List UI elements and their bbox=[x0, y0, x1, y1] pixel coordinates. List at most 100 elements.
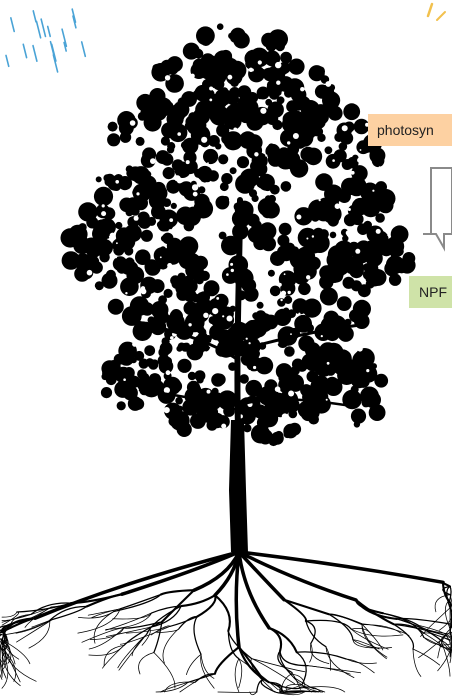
foliage-blob bbox=[138, 112, 147, 121]
photosynthesis-label-box: photosyn bbox=[368, 114, 452, 146]
foliage-blob bbox=[325, 146, 333, 154]
foliage-blob bbox=[241, 353, 254, 366]
foliage-blob bbox=[67, 252, 73, 258]
foliage-blob bbox=[217, 23, 224, 30]
root bbox=[362, 624, 387, 657]
foliage-blob bbox=[136, 94, 154, 112]
root bbox=[113, 613, 152, 619]
foliage-blob bbox=[330, 232, 337, 239]
foliage-blob bbox=[171, 309, 182, 320]
foliage-blob bbox=[311, 127, 320, 136]
foliage-blob bbox=[116, 227, 133, 244]
root bbox=[163, 628, 179, 663]
rain-streak bbox=[33, 46, 37, 62]
root bbox=[2, 612, 17, 617]
foliage-blob bbox=[218, 154, 228, 164]
canopy-gap bbox=[79, 303, 81, 305]
foliage-blob bbox=[242, 278, 257, 293]
canopy-gap bbox=[83, 372, 89, 378]
canopy-gap bbox=[251, 69, 254, 72]
canopy-gap bbox=[147, 66, 149, 68]
canopy-gap bbox=[221, 424, 226, 429]
foliage-blob bbox=[177, 359, 191, 373]
foliage-blob bbox=[221, 133, 232, 144]
arrow-down-icon bbox=[423, 168, 452, 248]
foliage-blob bbox=[238, 397, 256, 415]
foliage-blob bbox=[86, 217, 98, 229]
root bbox=[297, 652, 347, 659]
root bbox=[329, 614, 362, 624]
foliage-blob bbox=[141, 230, 153, 242]
canopy-gap bbox=[226, 273, 229, 276]
canopy-gap bbox=[258, 60, 262, 64]
foliage-blob bbox=[343, 103, 360, 120]
foliage-blob bbox=[175, 123, 181, 129]
canopy-gap bbox=[275, 62, 281, 68]
foliage-blob bbox=[184, 280, 197, 293]
canopy-gap bbox=[164, 407, 170, 413]
canopy-gap bbox=[335, 203, 341, 209]
root bbox=[280, 651, 308, 666]
canopy-gap bbox=[332, 159, 335, 162]
rain-streak bbox=[82, 42, 86, 56]
root bbox=[239, 552, 284, 600]
foliage-blob bbox=[225, 105, 243, 123]
canopy-gap bbox=[287, 141, 290, 144]
foliage-blob bbox=[167, 142, 175, 150]
canopy-gap bbox=[306, 238, 308, 240]
canopy-gap bbox=[298, 313, 300, 315]
foliage-blob bbox=[161, 153, 174, 166]
foliage-blob bbox=[302, 299, 321, 318]
foliage-blob bbox=[351, 409, 366, 424]
canopy-gap bbox=[113, 75, 116, 78]
canopy-gap bbox=[276, 81, 280, 85]
photosynthesis-label: photosyn bbox=[377, 122, 434, 138]
foliage-blob bbox=[114, 354, 125, 365]
foliage-blob bbox=[375, 213, 385, 223]
canopy-gap bbox=[343, 120, 345, 122]
canopy-gap bbox=[188, 323, 191, 326]
rain-streak bbox=[37, 21, 41, 37]
foliage-blob bbox=[201, 55, 218, 72]
canopy-gap bbox=[280, 299, 282, 301]
canopy-gap bbox=[112, 109, 118, 115]
sun-icon bbox=[428, 4, 445, 20]
canopy-gap bbox=[169, 218, 173, 222]
foliage-blob bbox=[298, 335, 314, 351]
canopy-gap bbox=[203, 313, 208, 318]
foliage-blob bbox=[114, 381, 131, 398]
foliage-blob bbox=[328, 106, 343, 121]
foliage-blob bbox=[150, 187, 156, 193]
foliage-blob bbox=[360, 365, 378, 383]
foliage-blob bbox=[243, 424, 251, 432]
foliage-blob bbox=[220, 58, 240, 78]
canopy-gap bbox=[164, 387, 170, 393]
canopy-gap bbox=[321, 335, 323, 337]
foliage-blob bbox=[104, 174, 115, 185]
foliage-blob bbox=[233, 32, 250, 49]
foliage-blob bbox=[268, 143, 274, 149]
foliage-blob bbox=[149, 107, 164, 122]
canopy-gap bbox=[230, 263, 233, 266]
canopy-gap bbox=[389, 162, 395, 168]
foliage-blob bbox=[320, 288, 338, 306]
foliage-blob bbox=[215, 335, 221, 341]
canopy-gap bbox=[387, 234, 389, 236]
foliage-blob bbox=[247, 171, 259, 183]
rain-streak bbox=[11, 18, 14, 32]
canopy-gap bbox=[114, 255, 117, 258]
canopy-gap bbox=[327, 362, 330, 365]
canopy-gap bbox=[170, 336, 174, 340]
canopy-gap bbox=[296, 215, 301, 220]
foliage-blob bbox=[229, 246, 236, 253]
foliage-blob bbox=[283, 81, 291, 89]
foliage-blob bbox=[91, 261, 103, 273]
foliage-blob bbox=[315, 66, 325, 76]
foliage-blob bbox=[265, 195, 272, 202]
canopy-gap bbox=[205, 223, 209, 227]
root bbox=[236, 552, 239, 647]
canopy-gap bbox=[249, 342, 251, 344]
canopy-gap bbox=[287, 216, 291, 220]
canopy-gap bbox=[254, 152, 258, 156]
root bbox=[120, 595, 161, 609]
